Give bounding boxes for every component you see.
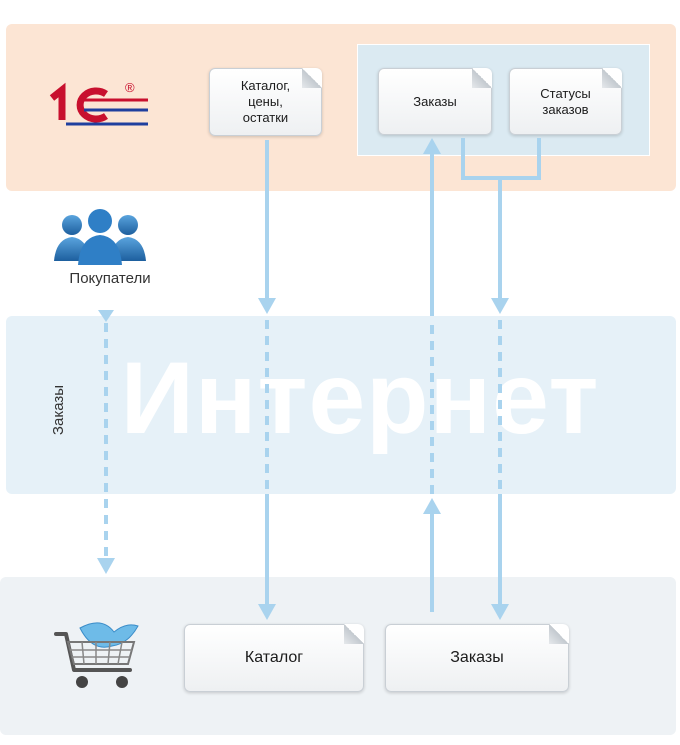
erp-statuses-doc: Статусы заказов (509, 68, 622, 135)
doc-fold-icon (302, 68, 322, 88)
erp-catalog-doc-label: Каталог, цены, остатки (240, 78, 291, 125)
doc-fold-icon (344, 624, 364, 644)
internet-label: Интернет (120, 341, 600, 455)
erp-catalog-doc: Каталог, цены, остатки (209, 68, 322, 136)
statuses-connector (461, 138, 541, 180)
erp-statuses-doc-label: Статусы заказов (540, 85, 591, 117)
statuses-bottom-arrowhead (491, 604, 509, 620)
shop-catalog-doc: Каталог (184, 624, 364, 692)
catalog-bottom-arrowhead (258, 604, 276, 620)
erp-orders-doc: Заказы (378, 68, 492, 135)
shop-orders-doc-label: Заказы (450, 649, 504, 666)
buyers-label: Покупатели (69, 270, 151, 287)
orders-lower-arrowhead (423, 498, 441, 514)
erp-orders-doc-label: Заказы (413, 93, 457, 109)
catalog-mid-arrowhead (258, 298, 276, 314)
shop-catalog-doc-label: Каталог (244, 649, 304, 666)
doc-fold-icon (602, 68, 622, 88)
shop-orders-doc: Заказы (385, 624, 569, 692)
internet-band (6, 316, 676, 494)
registered-mark: ® (125, 80, 135, 95)
statuses-mid-arrowhead (491, 298, 509, 314)
shopping-cart-icon (52, 618, 142, 698)
1c-logo (48, 80, 154, 128)
doc-fold-icon (472, 68, 492, 88)
buyers-top-arrowhead (98, 310, 114, 322)
doc-fold-icon (549, 624, 569, 644)
orders-top-arrowhead (423, 138, 441, 154)
buyers-bottom-arrowhead (97, 558, 115, 574)
users-icon (52, 205, 148, 265)
